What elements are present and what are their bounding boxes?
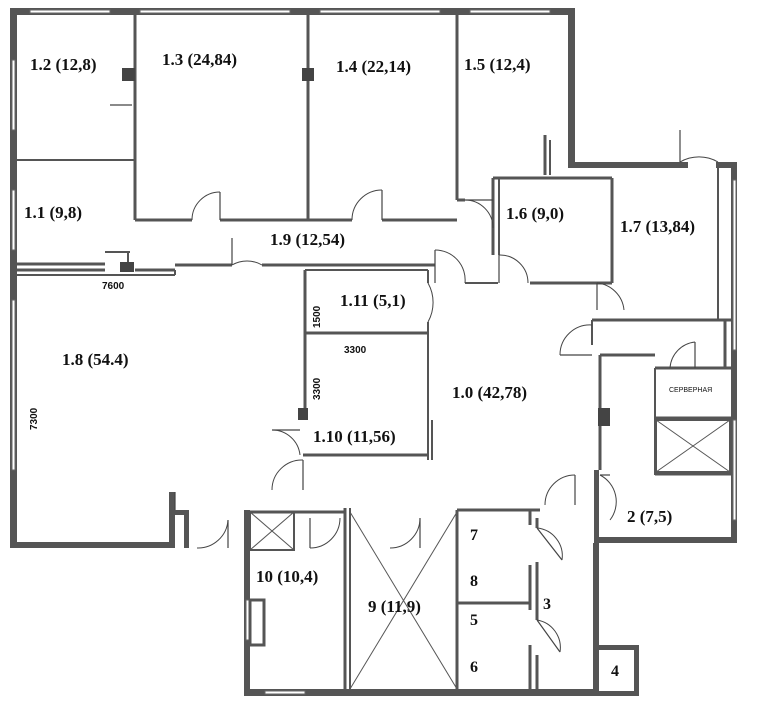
room-label-4: 4 <box>611 663 619 680</box>
shafts <box>249 419 731 690</box>
room-label-1-6: 1.6 (9,0) <box>506 204 564 223</box>
server-room-label: СЕРВЕРНАЯ <box>669 387 712 394</box>
room-label-10: 10 (10,4) <box>256 567 318 586</box>
dim-7300: 7300 <box>29 407 40 430</box>
room-label-7: 7 <box>470 527 478 544</box>
dim-3300-horizontal: 3300 <box>344 345 367 356</box>
room-label-1-5: 1.5 (12,4) <box>464 55 531 74</box>
interior-walls <box>17 15 731 689</box>
room-label-1-3: 1.3 (24,84) <box>162 50 237 69</box>
room-label-2: 2 (7,5) <box>627 507 672 526</box>
dim-3300-vertical: 3300 <box>312 377 323 400</box>
dim-7600: 7600 <box>102 281 125 292</box>
room-label-1-7: 1.7 (13,84) <box>620 217 695 236</box>
room-labels: 1.2 (12,8) 1.3 (24,84) 1.4 (22,14) 1.5 (… <box>24 50 695 680</box>
room-label-1-0: 1.0 (42,78) <box>452 383 527 402</box>
room-label-1-2: 1.2 (12,8) <box>30 55 97 74</box>
dim-1500: 1500 <box>312 305 323 328</box>
room-label-1-11: 1.11 (5,1) <box>340 291 406 310</box>
room-label-8: 8 <box>470 573 478 590</box>
doors <box>110 68 719 653</box>
dimension-labels: 7600 1500 3300 3300 7300 <box>29 281 367 430</box>
room-label-5: 5 <box>470 612 478 629</box>
room-label-1-1: 1.1 (9,8) <box>24 203 82 222</box>
room-label-1-8: 1.8 (54.4) <box>62 350 129 369</box>
room-label-1-4: 1.4 (22,14) <box>336 57 411 76</box>
room-label-3: 3 <box>543 596 551 613</box>
room-label-9: 9 (11,9) <box>368 597 421 616</box>
room-label-6: 6 <box>470 659 478 676</box>
room-label-1-10: 1.10 (11,56) <box>313 427 396 446</box>
room-label-1-9: 1.9 (12,54) <box>270 230 345 249</box>
windows <box>11 9 737 695</box>
